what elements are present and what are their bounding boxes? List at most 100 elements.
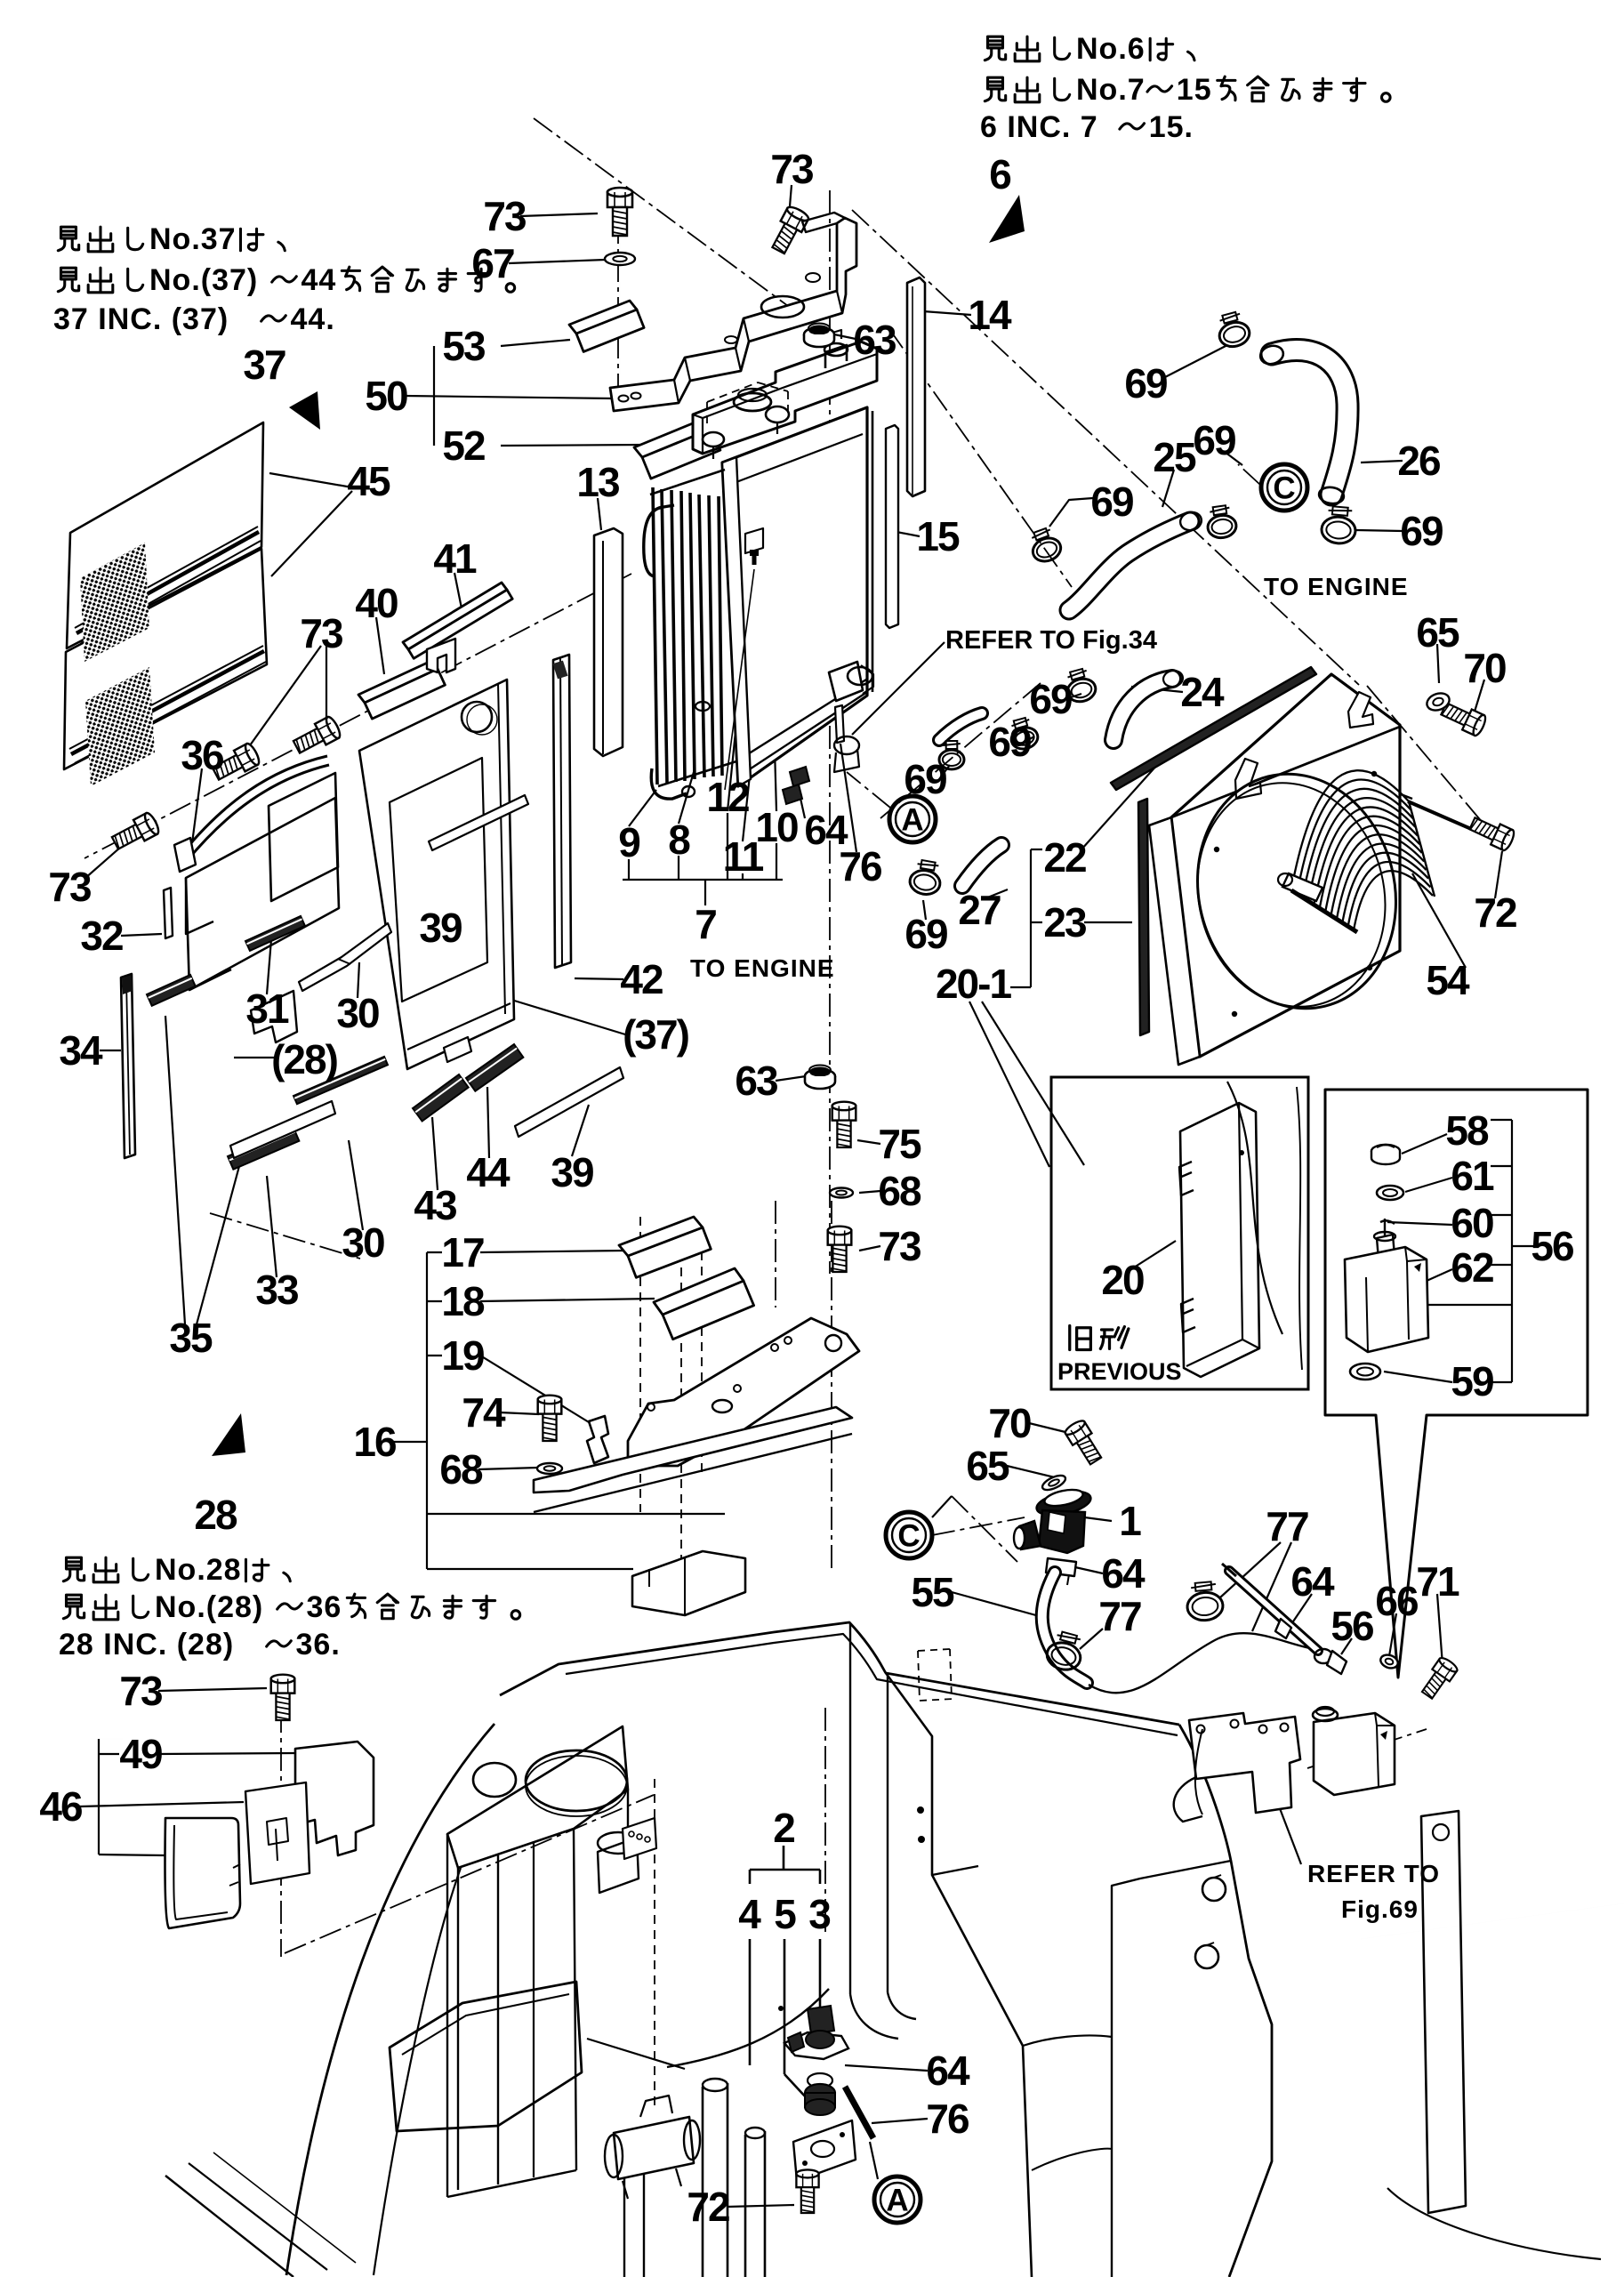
svg-text:77: 77 [1266,1503,1308,1549]
svg-text:28: 28 [194,1492,237,1538]
svg-text:63: 63 [735,1058,777,1104]
svg-text:A: A [901,803,923,838]
svg-text:15: 15 [1177,73,1212,107]
svg-text:7: 7 [695,901,716,947]
svg-text:39: 39 [419,905,462,951]
svg-text:44: 44 [466,1149,511,1195]
svg-text:75: 75 [878,1121,921,1167]
svg-text:49: 49 [119,1731,162,1777]
svg-text:11: 11 [723,833,764,880]
svg-text:4: 4 [738,1891,761,1937]
svg-text:55: 55 [911,1569,954,1615]
svg-text:REFER TO: REFER TO [1307,1860,1440,1887]
svg-text:34: 34 [59,1027,103,1074]
svg-text:53: 53 [442,323,485,369]
svg-text:65: 65 [1416,609,1459,656]
svg-text:37: 37 [243,342,285,388]
svg-text:42: 42 [620,956,663,1002]
svg-text:28 INC. (28): 28 INC. (28) [59,1628,234,1661]
svg-text:33: 33 [255,1267,298,1313]
svg-text:61: 61 [1451,1153,1494,1199]
svg-text:69: 69 [988,719,1031,765]
svg-text:20: 20 [1101,1257,1144,1303]
svg-text:50: 50 [365,373,407,419]
svg-text:67: 67 [471,240,514,286]
svg-text:10: 10 [755,804,798,850]
svg-text:2: 2 [773,1805,794,1851]
svg-text:1: 1 [1119,1498,1141,1544]
svg-text:6: 6 [989,151,1010,197]
svg-text:43: 43 [414,1182,456,1228]
svg-text:68: 68 [878,1168,921,1214]
svg-text:37 INC. (37): 37 INC. (37) [53,302,229,336]
svg-text:63: 63 [853,317,896,363]
svg-text:54: 54 [1426,957,1470,1003]
svg-text:17: 17 [441,1229,484,1275]
svg-text:27: 27 [958,887,1001,933]
svg-text:56: 56 [1531,1223,1573,1269]
svg-text:12: 12 [706,774,749,820]
svg-text:73: 73 [119,1668,162,1714]
svg-text:72: 72 [687,2184,729,2230]
svg-text:TO ENGINE: TO ENGINE [1264,573,1409,600]
svg-text:31: 31 [245,986,289,1032]
svg-text:23: 23 [1043,899,1086,945]
svg-text:30: 30 [342,1219,384,1266]
svg-text:59: 59 [1451,1358,1493,1404]
svg-text:64: 64 [1101,1550,1146,1597]
svg-text:64: 64 [1290,1558,1335,1605]
svg-text:36: 36 [307,1590,342,1624]
svg-text:69: 69 [1193,417,1235,463]
svg-text:20-1: 20-1 [936,961,1011,1007]
svg-text:70: 70 [988,1400,1031,1446]
svg-text:72: 72 [1474,889,1516,936]
svg-text:40: 40 [355,580,398,626]
svg-text:77: 77 [1098,1593,1141,1639]
svg-text:13: 13 [576,459,619,505]
svg-text:45: 45 [347,458,390,504]
svg-text:Fig.69: Fig.69 [1341,1895,1419,1923]
svg-text:69: 69 [904,756,946,802]
svg-text:15.: 15. [1149,110,1194,144]
svg-text:69: 69 [1124,360,1167,406]
svg-text:73: 73 [300,610,342,656]
svg-text:73: 73 [770,146,813,192]
svg-text:(28): (28) [271,1036,337,1082]
svg-text:8: 8 [668,817,690,863]
svg-text:76: 76 [926,2096,969,2142]
svg-text:32: 32 [80,913,123,959]
svg-text:56: 56 [1331,1603,1373,1649]
svg-text:6 INC. 7: 6 INC. 7 [980,110,1098,144]
svg-text:73: 73 [878,1223,921,1269]
svg-text:C: C [1273,471,1295,506]
svg-text:73: 73 [483,193,526,239]
svg-text:46: 46 [39,1783,82,1830]
svg-text:69: 69 [1090,479,1133,525]
svg-text:69: 69 [1400,508,1443,554]
svg-text:64: 64 [926,2048,970,2094]
svg-text:70: 70 [1463,645,1506,691]
svg-text:58: 58 [1445,1107,1489,1154]
svg-text:24: 24 [1180,669,1225,715]
svg-text:No.28: No.28 [155,1553,242,1587]
svg-text:76: 76 [839,843,881,889]
svg-text:5: 5 [774,1891,796,1937]
svg-text:71: 71 [1416,1558,1459,1605]
svg-text:25: 25 [1153,434,1196,480]
svg-text:No.(37): No.(37) [149,263,258,297]
svg-text:62: 62 [1451,1244,1493,1291]
svg-text:74: 74 [462,1389,506,1436]
svg-text:44.: 44. [291,302,335,336]
svg-text:15: 15 [916,513,960,559]
svg-text:69: 69 [1029,676,1072,722]
svg-text:64: 64 [804,807,848,853]
svg-text:16: 16 [353,1419,396,1465]
svg-text:9: 9 [618,819,639,865]
svg-text:C: C [897,1519,920,1554]
svg-text:65: 65 [966,1443,1009,1489]
svg-text:14: 14 [968,292,1012,338]
svg-text:60: 60 [1451,1200,1493,1246]
svg-text:44: 44 [301,263,337,297]
svg-text:69: 69 [904,911,947,957]
svg-text:PREVIOUS: PREVIOUS [1057,1358,1182,1385]
